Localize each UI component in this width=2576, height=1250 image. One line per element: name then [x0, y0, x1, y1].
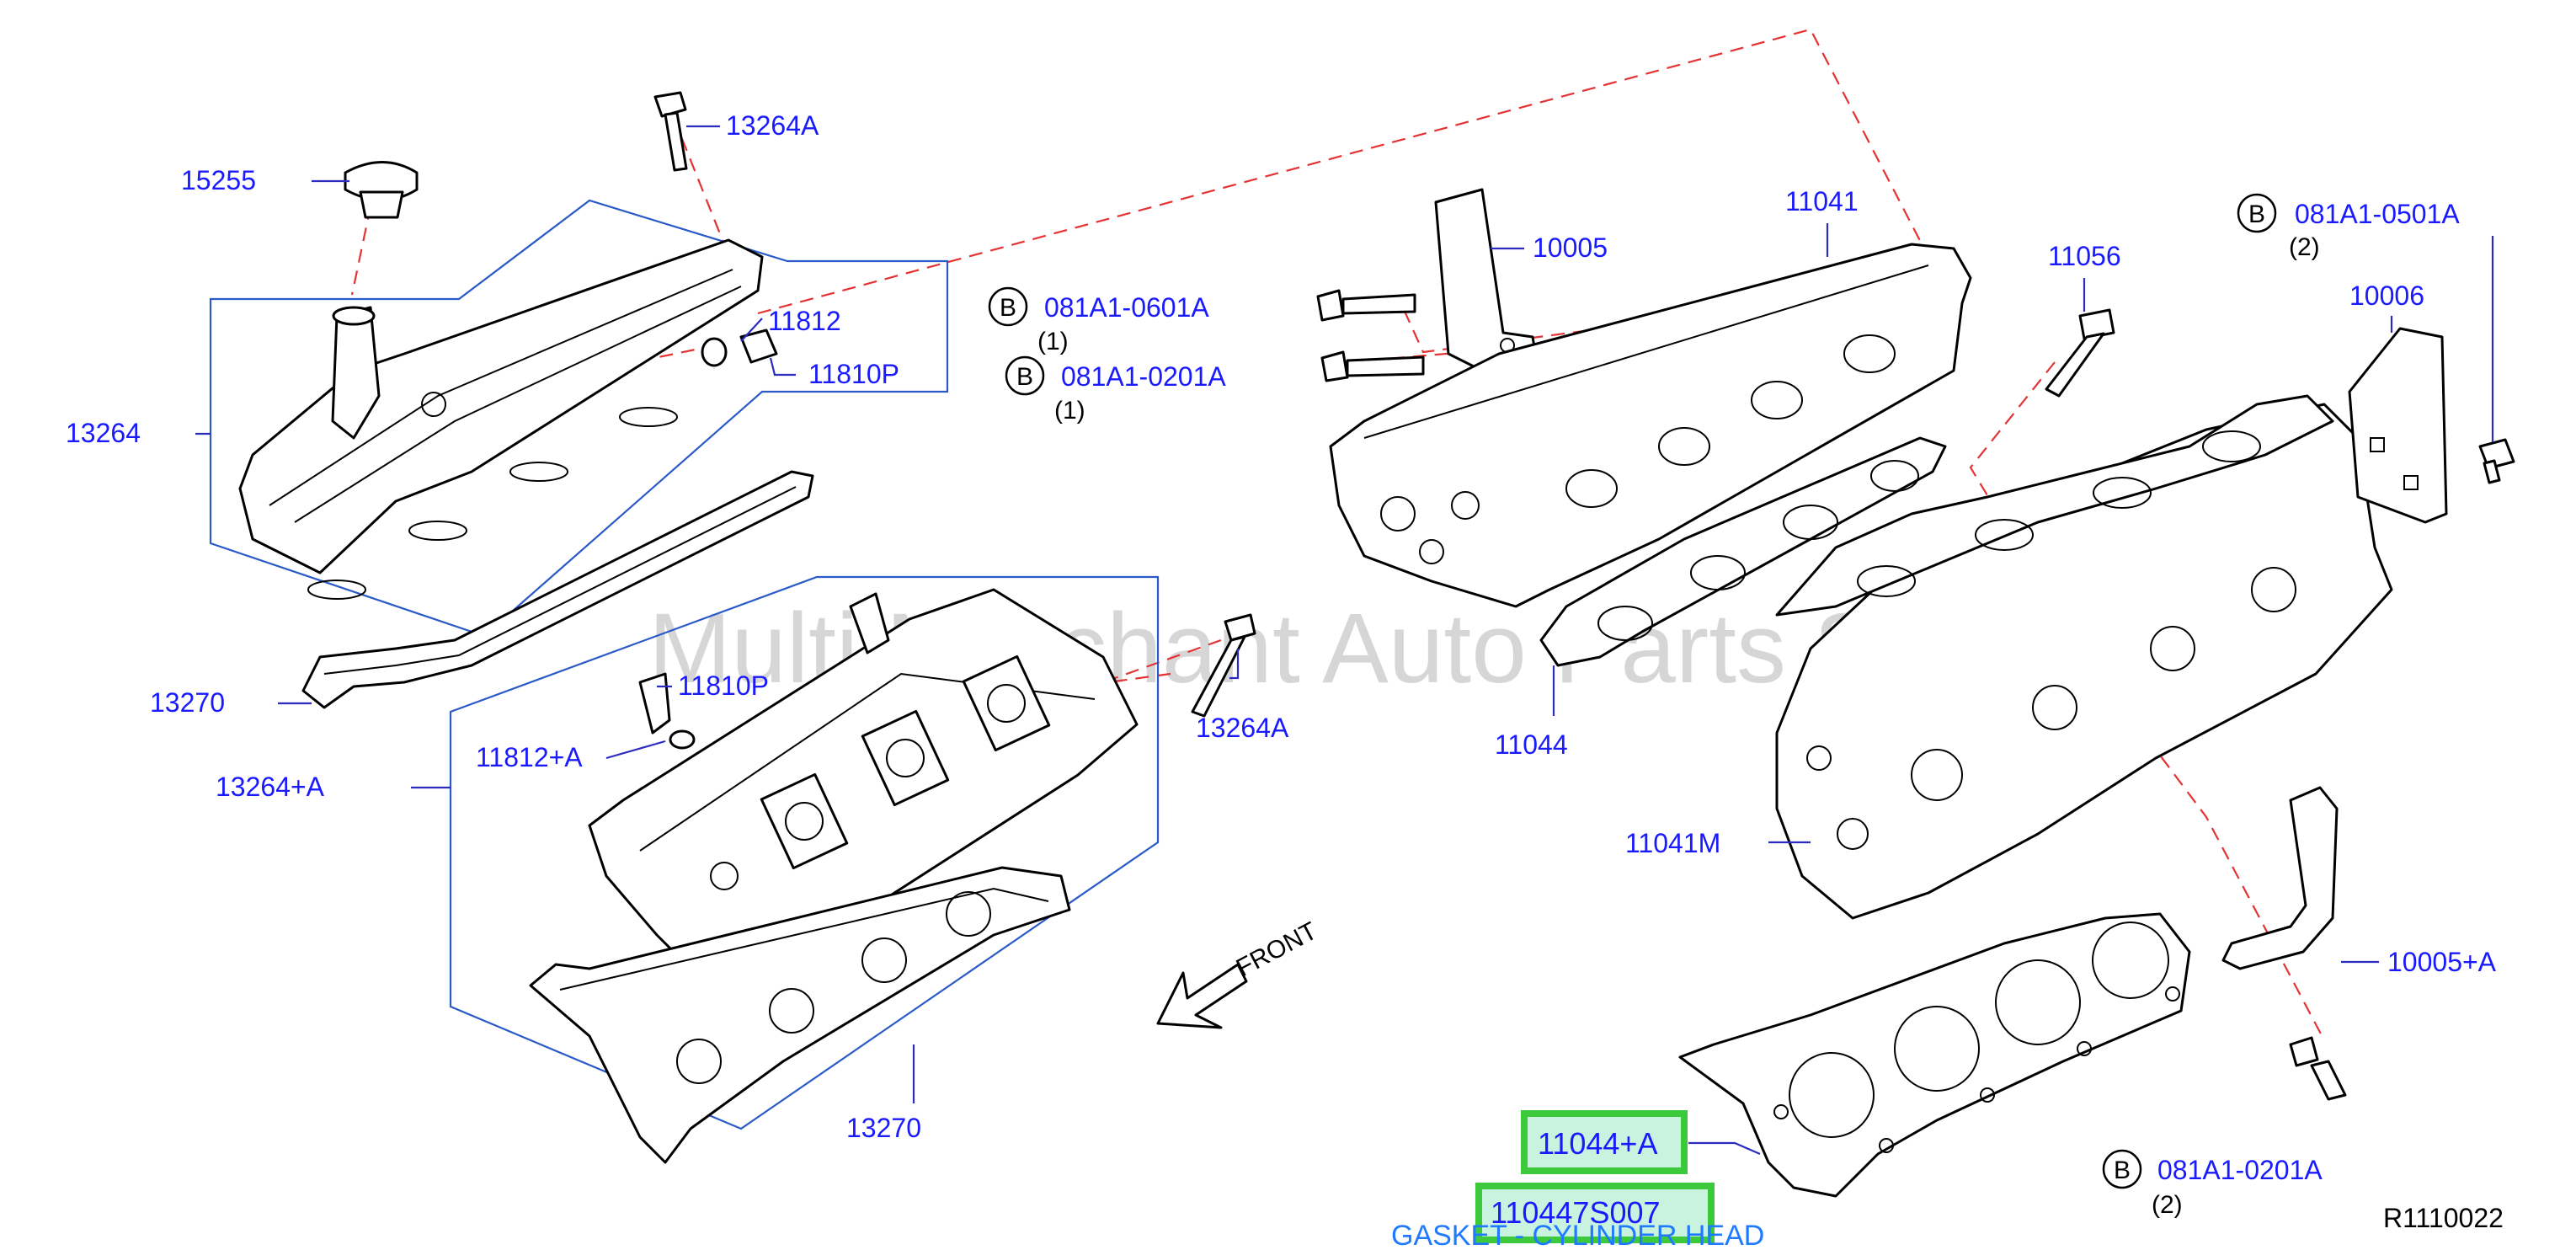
bolt-callout-b2: B 081A1-0201A (1)	[1005, 355, 1226, 425]
circle-b-icon	[1005, 355, 1045, 396]
highlight-part-11044-A[interactable]: 11044+A	[1521, 1110, 1688, 1174]
label-15255: 15255	[181, 165, 256, 195]
bolt-b2-qty: (1)	[1054, 397, 1085, 425]
bolt-b4-code: 081A1-0201A	[2157, 1155, 2323, 1185]
rocker-cover-gasket-13270-bottom	[529, 866, 1071, 1164]
label-10005: 10005	[1533, 232, 1608, 263]
label-13264: 13264	[66, 418, 141, 448]
bolt-callout-b1: B 081A1-0601A (1)	[988, 286, 1209, 355]
label-11041M: 11041M	[1625, 828, 1720, 858]
oil-filler-cap-15255	[344, 161, 419, 219]
head-gasket-11044-A	[1678, 912, 2191, 1198]
label-11056: 11056	[2048, 241, 2121, 271]
bolt-icon-13264A-mid	[1191, 613, 1256, 718]
bolt-icon-b3	[2478, 438, 2515, 484]
circle-b-icon	[988, 286, 1028, 327]
bracket-10005	[1434, 188, 1539, 372]
circle-b-icon	[2237, 193, 2277, 233]
cylinder-head-11041M	[1775, 394, 2393, 920]
label-13270-bottom: 13270	[846, 1113, 921, 1143]
label-11044: 11044	[1495, 729, 1568, 760]
highlight-part-110447S007[interactable]: 110447S007	[1475, 1183, 1715, 1243]
rocker-cover-gasket-13270-left	[301, 470, 814, 709]
bolt-callout-b4: B 081A1-0201A (2)	[2102, 1149, 2323, 1219]
front-arrow-icon: FRONT	[1156, 917, 1322, 1029]
highlight-part1-text: 11044+A	[1538, 1126, 1657, 1161]
front-label: FRONT	[1232, 917, 1322, 983]
bolt-b1-letter: B	[1000, 294, 1016, 322]
bolt-b4-qty: (2)	[2152, 1191, 2183, 1219]
bolt-b1-code: 081A1-0601A	[1044, 292, 1209, 323]
label-11810P-top: 11810P	[808, 359, 899, 389]
label-13264-A: 13264+A	[216, 772, 325, 802]
part-description: GASKET - CYLINDER HEAD	[1391, 1220, 1764, 1250]
label-11041: 11041	[1785, 186, 1859, 216]
pcv-valve-11810P-top	[701, 329, 778, 367]
label-11812-A: 11812+A	[476, 742, 583, 772]
highlight-part2-text: 110447S007	[1491, 1195, 1661, 1230]
group-frame-lower-cover	[449, 575, 1160, 1130]
group-frame-upper-cover	[209, 199, 949, 638]
label-11812: 11812	[768, 306, 841, 336]
bolt-icon-13264A-top	[653, 91, 688, 172]
reference-code: R1110022	[2383, 1203, 2504, 1233]
bolt-b3-qty: (2)	[2289, 233, 2320, 261]
bolt-b2-letter: B	[1016, 363, 1033, 391]
pcv-valve-11810P-mid	[638, 672, 696, 750]
cylinder-head-11041	[1329, 243, 1972, 608]
label-13264A-mid: 13264A	[1196, 713, 1289, 743]
label-10006: 10006	[2349, 280, 2424, 311]
circle-b-icon	[2102, 1149, 2142, 1189]
leader-lines	[195, 125, 2494, 1156]
label-13270-left: 13270	[150, 687, 225, 718]
bolt-icon-b2	[1320, 350, 1425, 382]
bolt-b3-letter: B	[2248, 200, 2265, 228]
rocker-cover-13264	[238, 238, 764, 600]
bolt-icon-11056	[2045, 308, 2115, 398]
bolt-b2-code: 081A1-0201A	[1061, 361, 1226, 392]
bracket-10006	[2348, 327, 2448, 524]
bracket-10005-A	[2221, 786, 2339, 970]
bolt-b4-letter: B	[2114, 1157, 2131, 1184]
part-number-labels: 15255 13264A 11812 11810P 13264 13270 11…	[66, 110, 2497, 1143]
gasket-11044	[1539, 436, 1947, 667]
bolt-b1-qty: (1)	[1037, 328, 1069, 355]
label-10005-A: 10005+A	[2387, 947, 2497, 977]
rocker-cover-13264-A	[588, 588, 1139, 987]
label-13264A-top: 13264A	[726, 110, 819, 141]
bolt-callout-b3: B 081A1-0501A (2)	[2237, 193, 2460, 261]
bolt-b3-code: 081A1-0501A	[2295, 199, 2460, 229]
label-11810P-mid: 11810P	[678, 670, 769, 701]
bolt-icon-b4	[2289, 1036, 2347, 1101]
bolt-icon-b1	[1316, 289, 1416, 322]
